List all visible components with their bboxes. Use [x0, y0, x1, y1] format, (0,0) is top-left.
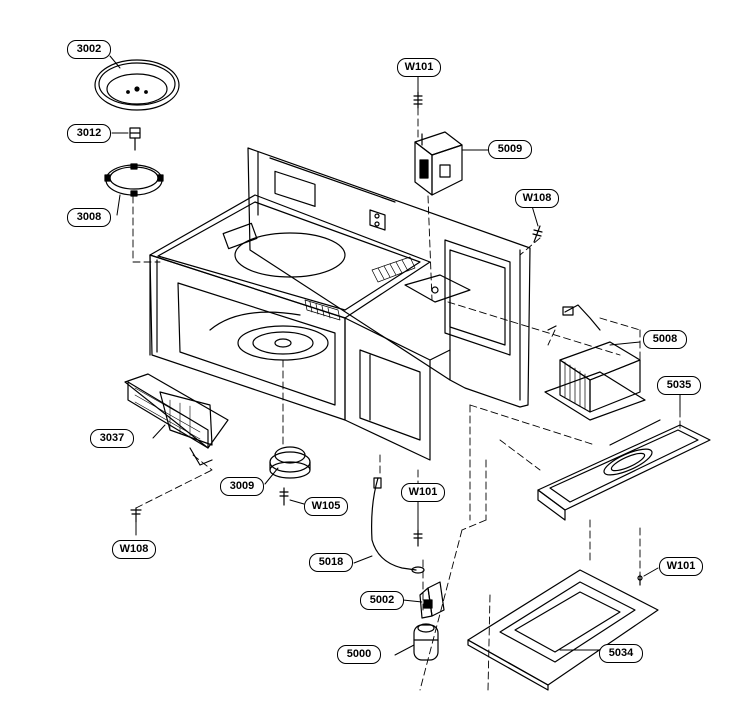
screw-w105: [279, 487, 289, 506]
screw-w101-middle: [413, 529, 423, 547]
label-5034: 5034: [599, 644, 643, 663]
label-w108-right: W108: [515, 189, 559, 208]
label-w101-right: W101: [659, 557, 703, 576]
thermal-cutout: [371, 477, 425, 574]
label-w101-top: W101: [397, 58, 441, 77]
label-5009: 5009: [488, 140, 532, 159]
label-3009: 3009: [220, 477, 264, 496]
label-3012: 3012: [67, 124, 111, 143]
component-5009: [414, 131, 463, 196]
screw-w101-right: [637, 574, 643, 586]
screw-w108-right: [532, 225, 543, 243]
base-plate: [537, 419, 711, 521]
label-3002: 3002: [67, 40, 111, 59]
turntable-tray: [94, 59, 180, 111]
top-vent: [371, 256, 416, 283]
label-5000: 5000: [337, 645, 381, 664]
roller-ring: [104, 163, 164, 197]
label-w101-middle: W101: [401, 483, 445, 502]
coupler: [129, 127, 141, 151]
oven-cavity: [149, 147, 531, 461]
lamp-socket-5000: [413, 623, 439, 661]
bracket-5002: [419, 581, 445, 619]
label-w105: W105: [304, 497, 348, 516]
label-5035: 5035: [657, 376, 701, 395]
label-3008: 3008: [67, 208, 111, 227]
label-3037: 3037: [90, 429, 134, 448]
label-5018: 5018: [309, 553, 353, 572]
label-leaders: [109, 55, 681, 656]
front-grille: [124, 373, 229, 466]
screw-w101-top: [413, 91, 423, 109]
label-5008: 5008: [643, 330, 687, 349]
turntable-motor: [269, 446, 311, 479]
assembly-dash-lines: [132, 107, 681, 691]
cover-panel: [467, 569, 659, 691]
label-5002: 5002: [360, 591, 404, 610]
label-w108-left: W108: [112, 540, 156, 559]
transformer: [544, 304, 646, 421]
screw-w108-left: [130, 507, 142, 523]
